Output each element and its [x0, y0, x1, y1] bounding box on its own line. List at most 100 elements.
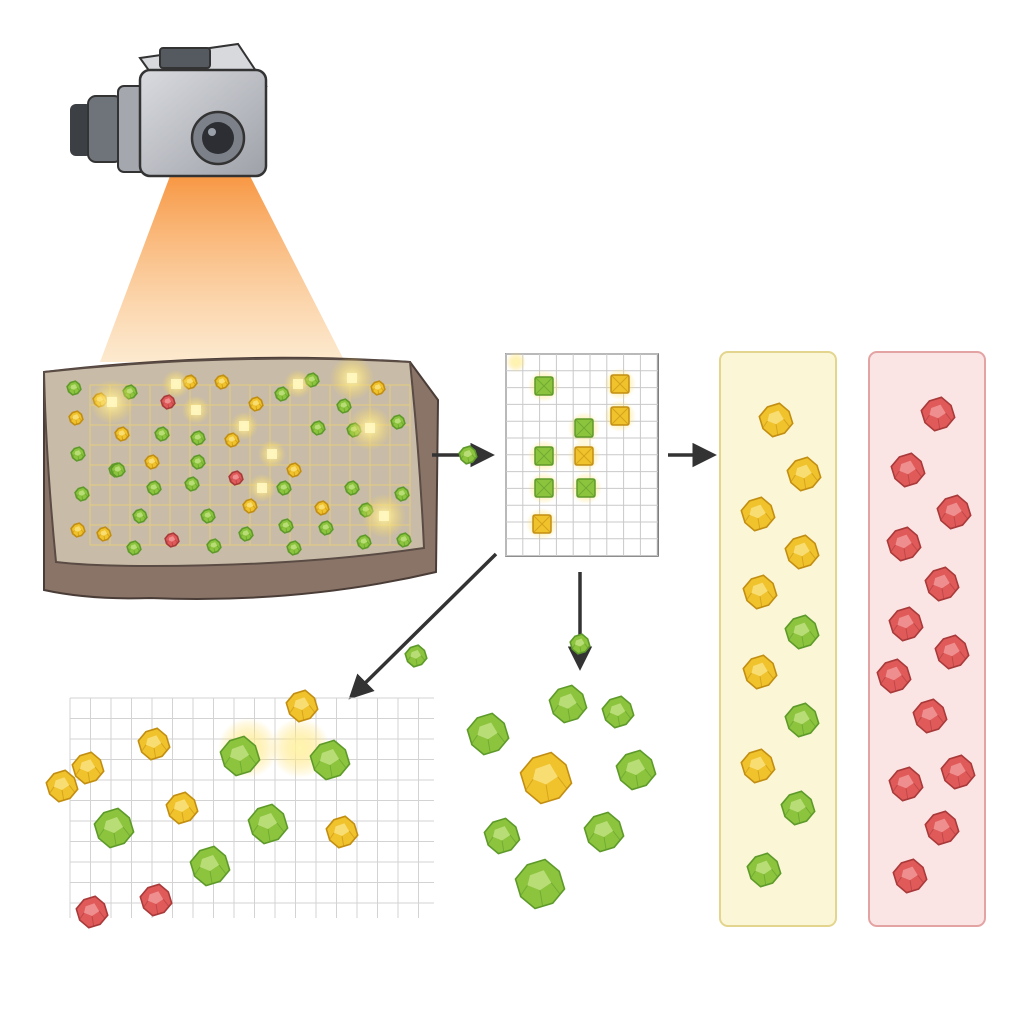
detection-marker — [107, 397, 117, 407]
gem-icon — [458, 445, 478, 465]
gem-icon — [278, 518, 294, 534]
gem-icon — [519, 751, 573, 805]
gem-icon — [184, 476, 200, 492]
gem-icon — [404, 644, 428, 668]
gem-icon — [466, 712, 510, 756]
gem-icon — [66, 380, 82, 396]
gem-icon — [75, 895, 109, 929]
ore-gems — [66, 356, 412, 556]
gem-icon — [137, 727, 171, 761]
gem-icon — [68, 410, 84, 426]
gem-icon — [286, 462, 302, 478]
gem-icon — [936, 494, 972, 530]
gem-icon — [746, 852, 782, 888]
gem-icon — [569, 633, 591, 655]
detection-marker — [171, 379, 181, 389]
gem-icon — [601, 695, 635, 729]
gem-icon — [534, 446, 554, 466]
gem-icon — [548, 684, 588, 724]
gem-icon — [310, 420, 326, 436]
gem-icon — [190, 430, 206, 446]
gem-icon — [574, 418, 594, 438]
gem-icon — [200, 508, 216, 524]
gem-icon — [356, 534, 372, 550]
gem-icon — [940, 754, 976, 790]
gem-icon — [219, 735, 261, 777]
detection-marker — [365, 423, 375, 433]
gem-icon — [458, 445, 478, 465]
gem-icon — [920, 396, 956, 432]
gem-icon — [228, 470, 244, 486]
gem-icon — [336, 398, 352, 414]
gem-icon — [924, 810, 960, 846]
gem-icon — [286, 540, 302, 556]
gem-icon — [888, 766, 924, 802]
green-cluster — [466, 684, 657, 910]
gem-icon — [214, 374, 230, 390]
gem-icon — [742, 574, 778, 610]
gem-icon — [886, 526, 922, 562]
gem-icon — [189, 845, 231, 887]
gem-icon — [924, 566, 960, 602]
gem-icon — [70, 522, 86, 538]
detection-grid — [505, 352, 659, 557]
gem-icon — [784, 614, 820, 650]
gem-icon — [126, 540, 142, 556]
gem-icon — [784, 702, 820, 738]
camera-icon — [70, 42, 268, 178]
gem-icon — [574, 446, 594, 466]
gem-icon — [274, 386, 290, 402]
gem-icon — [888, 606, 924, 642]
gem-icon — [70, 446, 86, 462]
gem-icon — [890, 452, 926, 488]
gem-icon — [583, 811, 625, 853]
gem-icon — [247, 803, 289, 845]
gem-icon — [912, 698, 948, 734]
detection-marker — [239, 421, 249, 431]
detection-marker — [257, 483, 267, 493]
gem-icon — [934, 634, 970, 670]
gem-icon — [146, 480, 162, 496]
detection-marker — [267, 449, 277, 459]
gem-icon — [45, 769, 79, 803]
gem-icon — [242, 498, 258, 514]
gem-icon — [144, 454, 160, 470]
gem-icon — [534, 478, 554, 498]
gem-icon — [786, 456, 822, 492]
gem-icon — [309, 739, 351, 781]
gem-icon — [740, 748, 776, 784]
gem-icon — [74, 486, 90, 502]
gem-icon — [532, 514, 552, 534]
gem-icon — [514, 858, 566, 910]
gem-icon — [390, 414, 406, 430]
gem-icon — [71, 751, 105, 785]
gem-icon — [396, 532, 412, 548]
gem-icon — [610, 374, 630, 394]
yellow-bin — [719, 351, 837, 927]
gem-icon — [238, 526, 254, 542]
gem-icon — [344, 480, 360, 496]
arrow-icon — [348, 552, 498, 700]
gem-icon — [154, 426, 170, 442]
gem-icon — [780, 790, 816, 826]
gem-icon — [206, 538, 222, 554]
gem-icon — [534, 376, 554, 396]
gem-icon — [276, 480, 292, 496]
gem-icon — [740, 496, 776, 532]
gem-icon — [370, 380, 386, 396]
detection-glow — [506, 352, 526, 372]
gem-icon — [132, 508, 148, 524]
gem-icon — [93, 807, 135, 849]
gem-icon — [285, 689, 319, 723]
gem-icon — [164, 532, 180, 548]
gem-icon — [784, 534, 820, 570]
detection-marker — [293, 379, 303, 389]
camera-light-beam — [100, 176, 345, 362]
gem-icon — [114, 426, 130, 442]
gem-icon — [615, 749, 657, 791]
red-bin — [868, 351, 986, 927]
gem-icon — [110, 462, 126, 478]
gem-icon — [190, 454, 206, 470]
gem-icon — [318, 520, 334, 536]
